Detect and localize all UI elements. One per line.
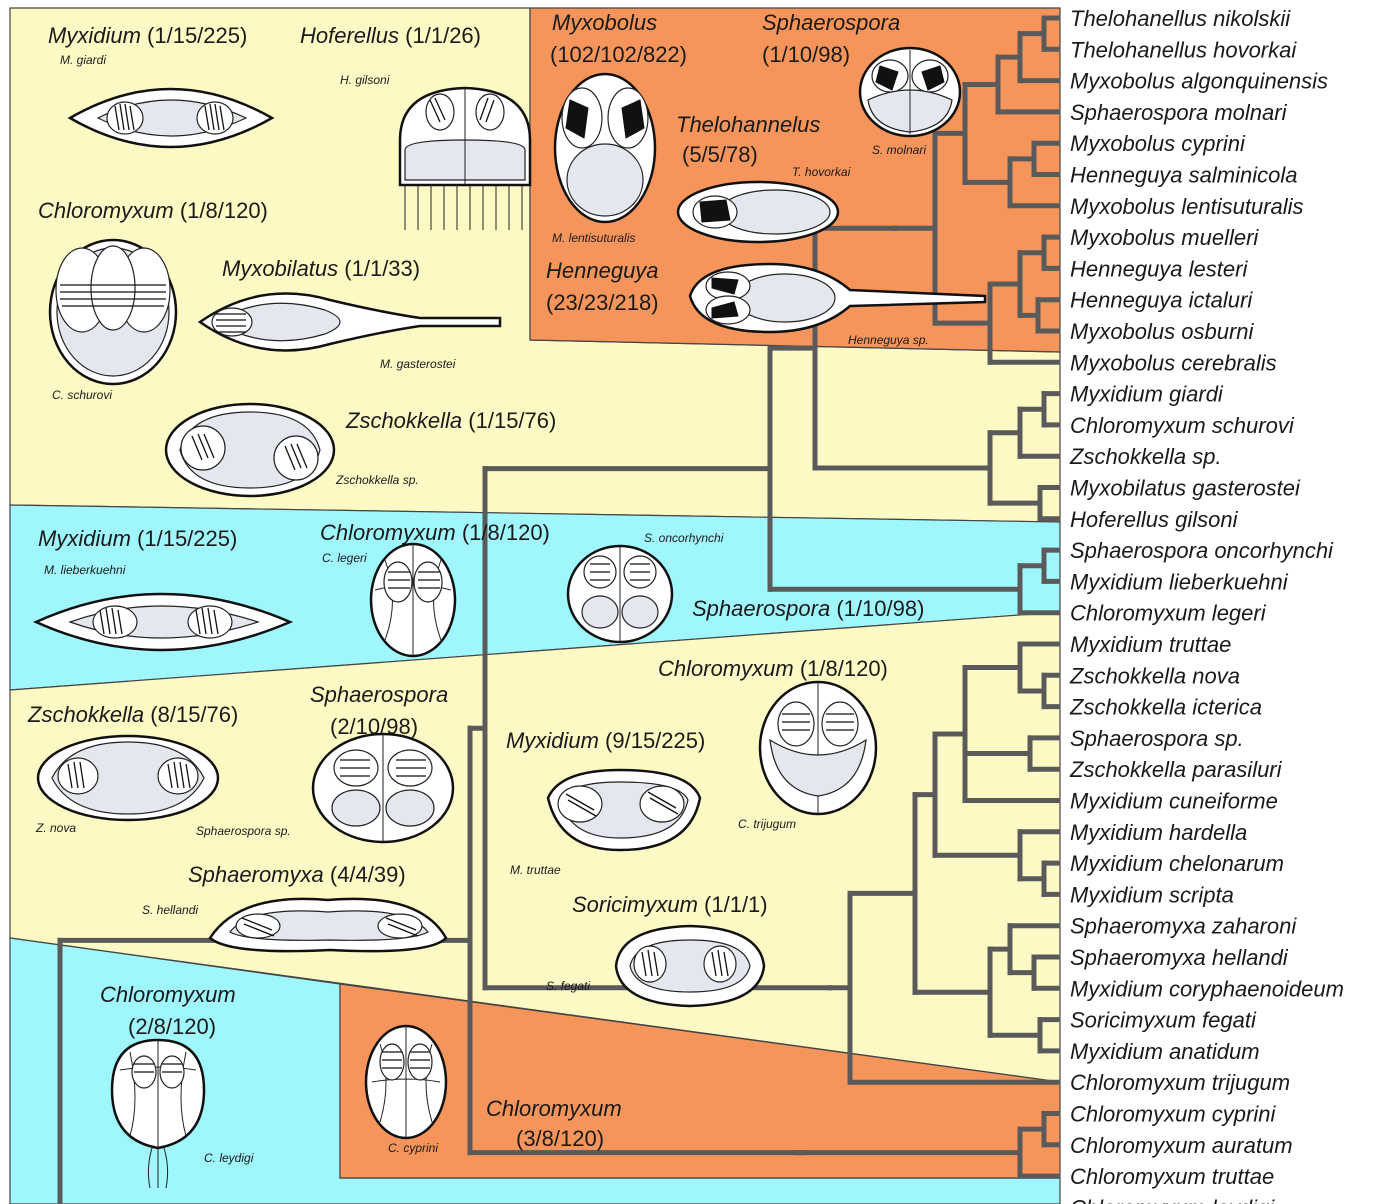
label-myxobilatus: Myxobilatus (1/1/33) xyxy=(222,256,420,281)
taxon-label: Myxidium anatidum xyxy=(1070,1039,1260,1064)
label-chloromyxum-leydigi-count: (2/8/120) xyxy=(128,1014,216,1039)
taxon-label: Chloromyxum auratum xyxy=(1070,1133,1293,1158)
taxon-label: Chloromyxum cyprini xyxy=(1070,1102,1276,1127)
taxon-label: Myxidium scripta xyxy=(1070,882,1234,907)
taxon-label: Zschokkella icterica xyxy=(1069,695,1262,720)
species-zschokkella-sp: Zschokkella sp. xyxy=(335,473,419,487)
taxon-label: Henneguya ictaluri xyxy=(1070,288,1253,313)
label-thelohannelus-count: (5/5/78) xyxy=(682,142,758,167)
label-sphaerospora-oncorhynchi: Sphaerospora (1/10/98) xyxy=(692,596,924,621)
taxon-label: Myxobolus cerebralis xyxy=(1070,350,1277,375)
taxon-label: Chloromyxum truttae xyxy=(1070,1164,1274,1189)
label-sphaerospora-molnari-count: (1/10/98) xyxy=(762,42,850,67)
taxon-label: Myxidium coryphaenoideum xyxy=(1070,976,1344,1001)
taxon-label: Myxobolus osburni xyxy=(1070,319,1255,344)
species-m-lieberkuehni: M. lieberkuehni xyxy=(44,563,126,577)
label-soricimyxum: Soricimyxum (1/1/1) xyxy=(572,892,768,917)
species-m-truttae: M. truttae xyxy=(510,863,561,877)
taxon-label: Chloromyxum leydigi xyxy=(1070,1195,1275,1204)
species-h-gilsoni: H. gilsoni xyxy=(340,73,390,87)
label-sphaerospora-sp-genus: Sphaerospora xyxy=(310,682,448,707)
spore-chloromyxum-trijugum xyxy=(760,682,876,814)
species-c-cyprini: C. cyprini xyxy=(388,1141,438,1155)
label-myxobolus-count: (102/102/822) xyxy=(550,42,687,67)
taxon-label: Zschokkella nova xyxy=(1069,663,1240,688)
taxon-label: Sphaeromyxa hellandi xyxy=(1070,945,1289,970)
taxon-label: Zschokkella parasiluri xyxy=(1069,757,1283,782)
taxon-label: Myxidium truttae xyxy=(1070,632,1231,657)
label-chloromyxum-leydigi-genus: Chloromyxum xyxy=(100,982,236,1007)
taxon-label: Myxobilatus gasterostei xyxy=(1070,476,1301,501)
taxon-label: Myxobolus lentisuturalis xyxy=(1070,194,1304,219)
label-chloromyxum-legeri: Chloromyxum (1/8/120) xyxy=(320,520,550,545)
taxon-label: Sphaerospora oncorhynchi xyxy=(1070,538,1334,563)
spore-chloromyxum-legeri xyxy=(371,544,455,656)
taxon-label: Myxidium cuneiforme xyxy=(1070,789,1278,814)
label-chloromyxum-trijugum: Chloromyxum (1/8/120) xyxy=(658,656,888,681)
label-thelohannelus-genus: Thelohannelus xyxy=(676,112,820,137)
label-chloromyxum-cyprini-count: (3/8/120) xyxy=(516,1126,604,1151)
taxon-label: Zschokkella sp. xyxy=(1069,444,1222,469)
label-myxidium-lieberkuehni: Myxidium (1/15/225) xyxy=(38,526,237,551)
taxon-label: Myxidium hardella xyxy=(1070,820,1247,845)
taxon-label: Henneguya salminicola xyxy=(1070,163,1297,188)
spore-sphaerospora-molnari xyxy=(860,48,960,136)
taxon-label: Sphaerospora molnari xyxy=(1070,100,1288,125)
species-c-leydigi: C. leydigi xyxy=(204,1151,254,1165)
species-henneguya-sp: Henneguya sp. xyxy=(848,333,929,347)
taxon-label: Thelohanellus nikolskii xyxy=(1070,6,1291,31)
label-hoferellus: Hoferellus (1/1/26) xyxy=(300,23,481,48)
species-m-lentisuturalis: M. lentisuturalis xyxy=(552,231,635,245)
taxon-label: Sphaerospora sp. xyxy=(1070,726,1244,751)
label-myxidium-truttae: Myxidium (9/15/225) xyxy=(506,728,705,753)
taxon-label: Hoferellus gilsoni xyxy=(1070,507,1239,532)
species-c-legeri: C. legeri xyxy=(322,551,367,565)
label-henneguya-genus: Henneguya xyxy=(546,258,659,283)
species-sphaerospora-sp: Sphaerospora sp. xyxy=(196,824,291,838)
spore-thelohannelus xyxy=(678,182,838,242)
taxon-label: Myxobolus cyprini xyxy=(1070,131,1246,156)
taxon-label: Chloromyxum schurovi xyxy=(1070,413,1295,438)
taxon-label: Chloromyxum legeri xyxy=(1070,601,1267,626)
label-chloromyxum-cyprini-genus: Chloromyxum xyxy=(486,1096,622,1121)
label-chloromyxum-schurovi: Chloromyxum (1/8/120) xyxy=(38,198,268,223)
species-z-nova: Z. nova xyxy=(35,821,76,835)
spore-myxobolus xyxy=(555,74,655,222)
species-m-gasterostei: M. gasterostei xyxy=(380,357,456,371)
label-zschokkella-nova: Zschokkella (8/15/76) xyxy=(27,702,238,727)
species-s-fegati: S. fegati xyxy=(546,979,590,993)
label-sphaerospora-molnari-genus: Sphaerospora xyxy=(762,10,900,35)
species-m-giardi: M. giardi xyxy=(60,53,106,67)
species-t-hovorkai: T. hovorkai xyxy=(792,165,851,179)
taxon-label: Myxidium chelonarum xyxy=(1070,851,1284,876)
species-s-oncorhynchi: S. oncorhynchi xyxy=(644,531,724,545)
spore-sphaerospora-oncorhynchi xyxy=(568,546,672,642)
label-henneguya-count: (23/23/218) xyxy=(546,290,659,315)
species-c-trijugum: C. trijugum xyxy=(738,817,796,831)
label-myxobolus-genus: Myxobolus xyxy=(552,10,657,35)
taxon-label: Thelohanellus hovorkai xyxy=(1070,37,1297,62)
spore-sphaerospora-sp xyxy=(313,734,453,842)
taxon-label: Soricimyxum fegati xyxy=(1070,1008,1257,1033)
taxon-label: Henneguya lesteri xyxy=(1070,256,1248,281)
taxon-label: Myxobolus muelleri xyxy=(1070,225,1259,250)
spore-soricimyxum xyxy=(616,926,764,1006)
spore-zschokkella-nova xyxy=(38,736,218,820)
taxon-label: Myxidium giardi xyxy=(1070,382,1224,407)
species-s-hellandi: S. hellandi xyxy=(142,903,198,917)
species-c-schurovi: C. schurovi xyxy=(52,388,112,402)
taxon-label: Myxobolus algonquinensis xyxy=(1070,69,1328,94)
spore-zschokkella xyxy=(166,404,334,496)
spore-chloromyxum-schurovi xyxy=(50,240,176,384)
label-zschokkella: Zschokkella (1/15/76) xyxy=(345,408,556,433)
taxon-label: Chloromyxum trijugum xyxy=(1070,1070,1290,1095)
spore-chloromyxum-cyprini xyxy=(366,1026,446,1138)
label-sphaeromyxa: Sphaeromyxa (4/4/39) xyxy=(188,862,406,887)
species-s-molnari: S. molnari xyxy=(872,143,926,157)
label-myxidium-giardi-genus: Myxidium (1/15/225) xyxy=(48,23,247,48)
taxon-label: Sphaeromyxa zaharoni xyxy=(1070,914,1297,939)
taxon-label: Myxidium lieberkuehni xyxy=(1070,569,1289,594)
